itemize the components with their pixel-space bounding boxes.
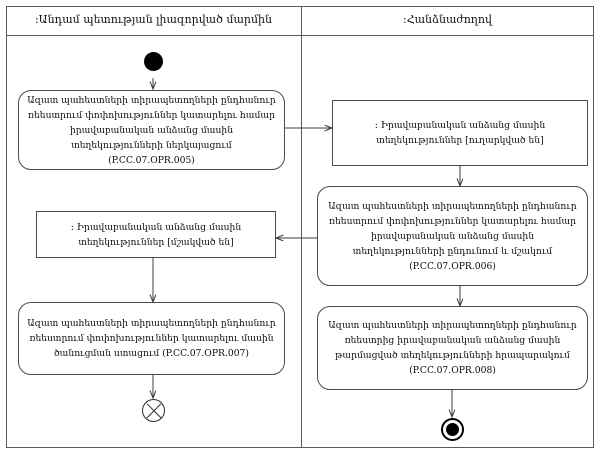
flow-final-node: [142, 399, 165, 422]
swimlane-vertical-divider: [301, 6, 302, 448]
activity-final-node: [441, 418, 464, 441]
swimlane-title-member-state-authority: :Անդամ պետության լիազորված մարմին: [34, 13, 273, 26]
action-node-opr-008[interactable]: Ազատ պահեստների տիրապետողների ընդհանուր …: [317, 306, 588, 390]
action-node-opr-006[interactable]: Ազատ պահեստների տիրապետողների ընդհանուր …: [317, 186, 588, 286]
object-node-info-sent[interactable]: : Իրավաբանական անձանց մասին տեղեկություն…: [332, 100, 588, 166]
swimlane-header-divider: [6, 35, 594, 36]
swimlane-title-commission: :Հանձնաժողով: [403, 13, 492, 26]
object-node-info-sent-label: : Իրավաբանական անձանց մասին տեղեկություն…: [374, 120, 546, 146]
action-node-opr-008-label: Ազատ պահեստների տիրապետողների ընդհանուր …: [328, 320, 577, 376]
action-node-opr-007[interactable]: Ազատ պահեստների տիրապետողների ընդհանուր …: [18, 302, 285, 375]
action-node-opr-006-label: Ազատ պահեստների տիրապետողների ընդհանուր …: [328, 200, 577, 272]
object-node-info-processed[interactable]: : Իրավաբանական անձանց մասին տեղեկություն…: [36, 211, 276, 258]
action-node-opr-005-label: Ազատ պահեստների տիրապետողների ընդհանուր …: [27, 94, 276, 166]
action-node-opr-007-label: Ազատ պահեստների տիրապետողների ընդհանուր …: [27, 318, 276, 359]
action-node-opr-005[interactable]: Ազատ պահեստների տիրապետողների ընդհանուր …: [18, 90, 285, 170]
swimlane-frame: [6, 6, 594, 448]
initial-node: [144, 52, 163, 71]
object-node-info-processed-label: : Իրավաբանական անձանց մասին տեղեկություն…: [70, 221, 242, 248]
